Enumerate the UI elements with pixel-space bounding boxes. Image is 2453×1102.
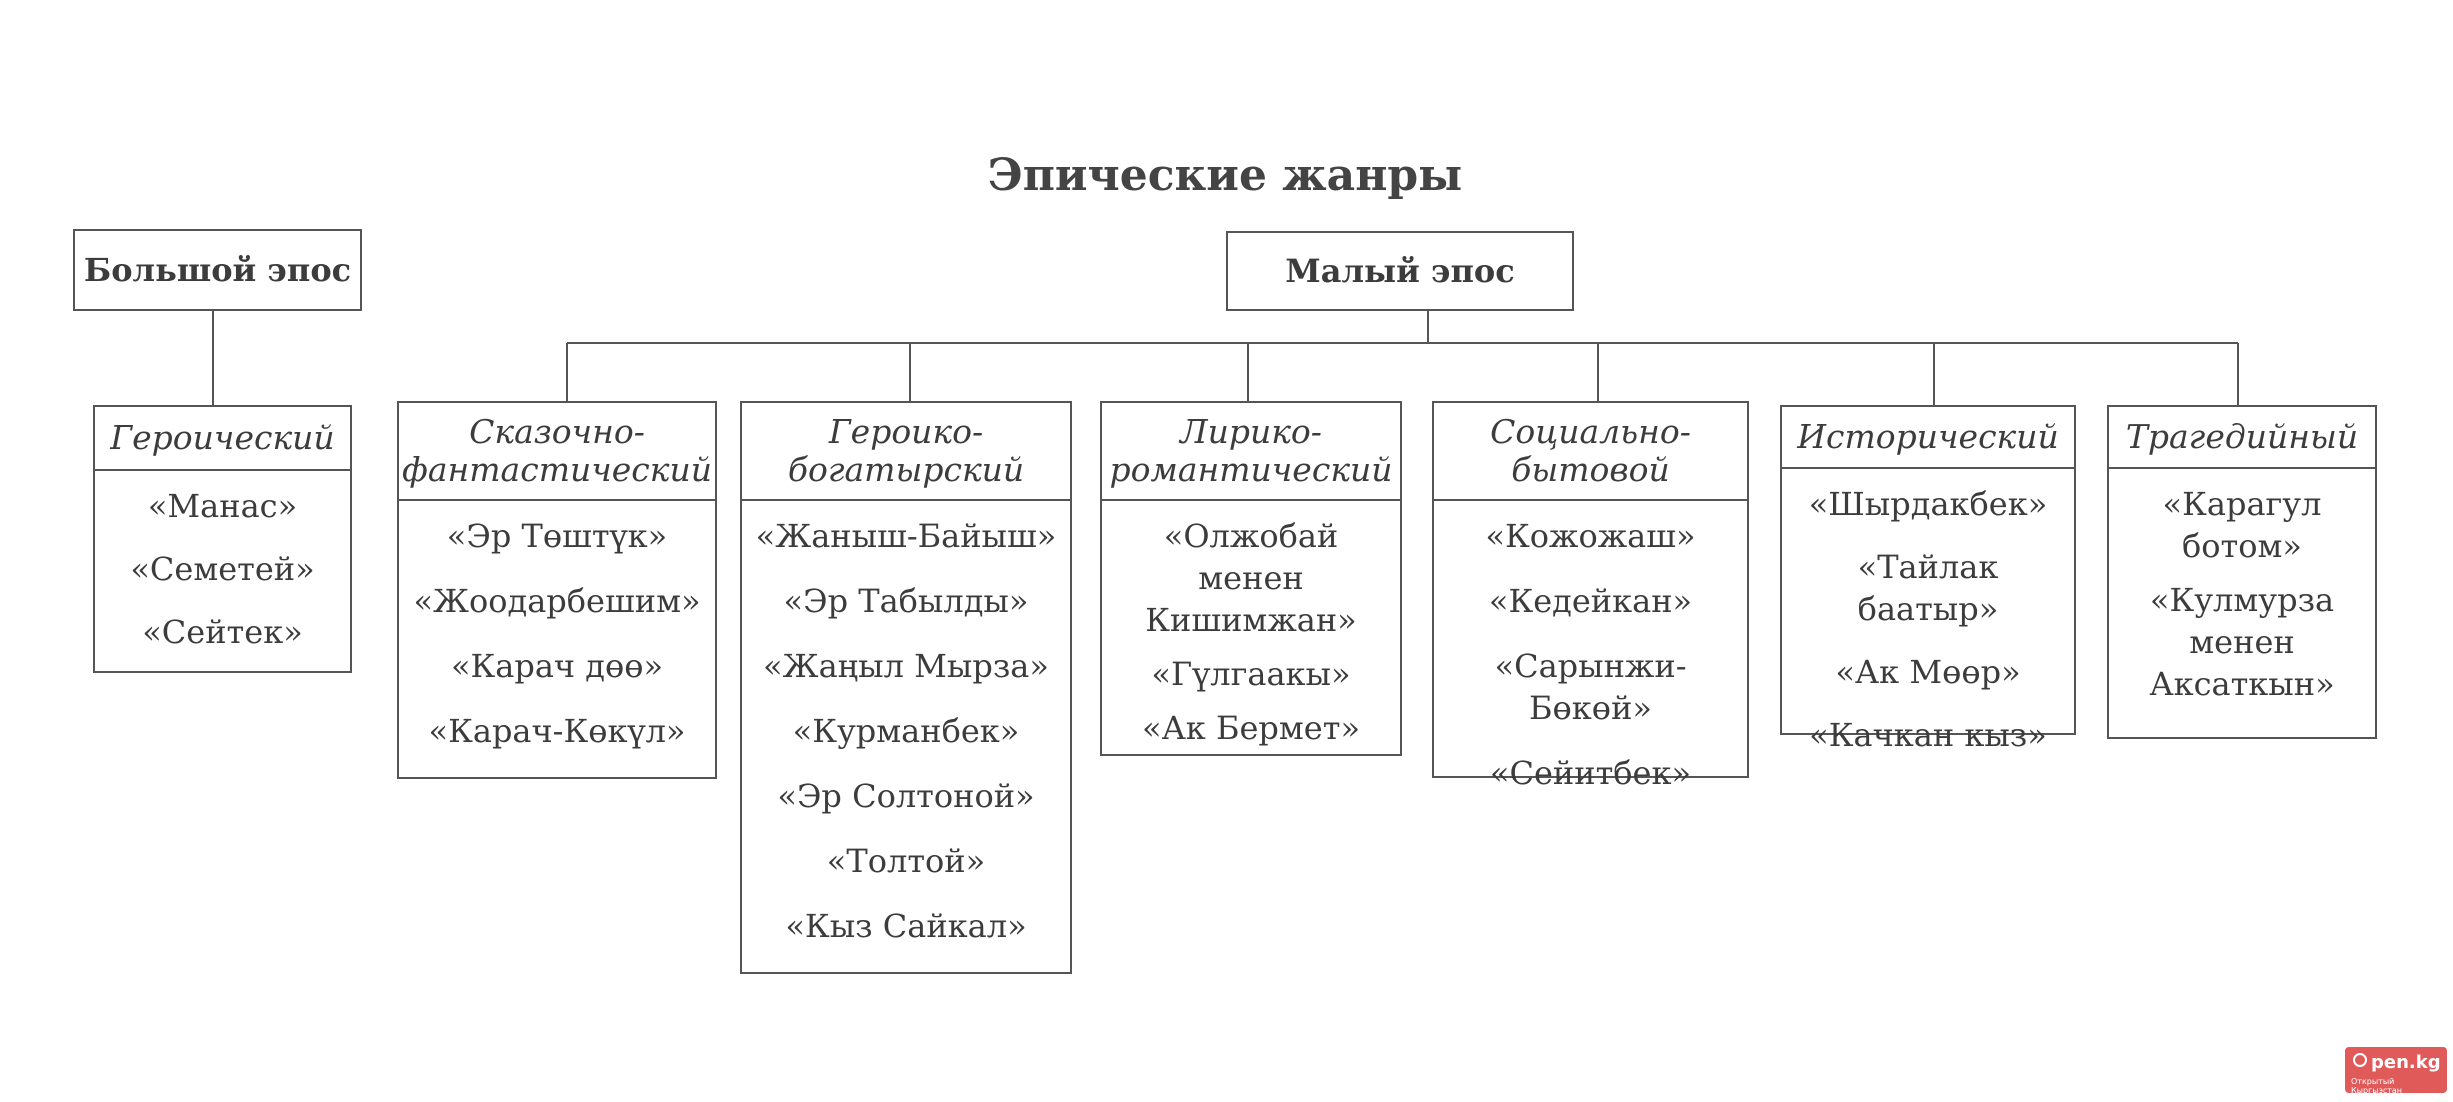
epic-title: «Кулмурза менен Аксаткын»: [2149, 581, 2335, 703]
big-epic-label: Большой эпос: [83, 251, 352, 289]
epic-title: «Ак Бермет»: [1141, 709, 1361, 747]
epic-list: «Манас» «Семетей» «Сейтек»: [95, 471, 350, 653]
epic-title: «Шырдакбек»: [1808, 485, 2048, 523]
epic-title: «Манас»: [147, 487, 298, 525]
epic-list: «Эр Төштүк» «Жоодарбешим» «Карач дөө» «К…: [399, 501, 715, 752]
epic-title: «Курманбек»: [792, 712, 1020, 750]
watermark-label: pen.kg: [2371, 1052, 2441, 1073]
epic-title: «Карач-Көкүл»: [428, 712, 686, 750]
epic-title: «Гүлгаакы»: [1151, 655, 1351, 693]
epic-list: «Карагул ботом» «Кулмурза менен Аксаткын…: [2109, 469, 2375, 705]
small-epic-box: Малый эпос: [1226, 231, 1574, 311]
genre-header: Социально- бытовой: [1434, 403, 1747, 501]
epic-title: «Эр Төштүк»: [446, 517, 668, 555]
genre-header: Героико- богатырский: [742, 403, 1070, 501]
genre-box-heroic-bogatyr: Героико- богатырский «Жаныш-Байыш» «Эр Т…: [740, 401, 1072, 974]
epic-title: «Жоодарбешим»: [413, 582, 701, 620]
genre-header: Лирико- романтический: [1102, 403, 1400, 501]
watermark-sublabel: Открытый Кыргызстан: [2351, 1077, 2403, 1095]
genre-box-lyric-romantic: Лирико- романтический «Олжобай менен Киш…: [1100, 401, 1402, 756]
genre-box-tragic: Трагедийный «Карагул ботом» «Кулмурза ме…: [2107, 405, 2377, 739]
epic-title: «Тайлак баатыр»: [1857, 548, 1999, 628]
epic-title: «Карач дөө»: [450, 647, 664, 685]
epic-title: «Толтой»: [826, 842, 986, 880]
site-watermark: pen.kg Открытый Кыргызстан: [2345, 1047, 2447, 1095]
genre-header: Сказочно- фантастический: [399, 403, 715, 501]
epic-title: «Жаныш-Байыш»: [755, 517, 1057, 555]
epic-title: «Ак Мөөр»: [1835, 653, 2021, 691]
small-epic-label: Малый эпос: [1285, 252, 1515, 290]
genre-header: Трагедийный: [2109, 407, 2375, 469]
genre-box-heroic: Героический «Манас» «Семетей» «Сейтек»: [93, 405, 352, 673]
epic-list: «Кожожаш» «Кедейкан» «Сарынжи-Бөкөй» «Се…: [1434, 501, 1747, 794]
epic-list: «Шырдакбек» «Тайлак баатыр» «Ак Мөөр» «К…: [1782, 469, 2074, 756]
epic-title: «Семетей»: [130, 550, 315, 588]
genre-header: Исторический: [1782, 407, 2074, 469]
epic-title: «Кожожаш»: [1485, 517, 1696, 555]
big-epic-box: Большой эпос: [73, 229, 362, 311]
epic-list: «Жаныш-Байыш» «Эр Табылды» «Жаңыл Мырза»…: [742, 501, 1070, 947]
epic-title: «Олжобай менен Кишимжан»: [1145, 517, 1357, 639]
epic-title: «Сарынжи-Бөкөй»: [1494, 647, 1687, 727]
genre-box-historical: Исторический «Шырдакбек» «Тайлак баатыр»…: [1780, 405, 2076, 754]
genre-box-social-everyday: Социально- бытовой «Кожожаш» «Кедейкан» …: [1432, 401, 1749, 792]
epic-title: «Кедейкан»: [1488, 582, 1693, 620]
epic-list: «Олжобай менен Кишимжан» «Гүлгаакы» «Ак …: [1102, 501, 1400, 749]
epic-title: «Сейтек»: [142, 613, 303, 651]
epic-title: «Качкан кыз»: [1809, 716, 2047, 754]
epic-title: «Кыз Сайкал»: [785, 907, 1027, 945]
epic-title: «Сейитбек»: [1489, 754, 1692, 792]
logo-icon: [2353, 1053, 2367, 1067]
epic-title: «Жаңыл Мырза»: [763, 647, 1049, 685]
epic-title: «Карагул ботом»: [2162, 485, 2322, 565]
diagram-title: Эпические жанры: [987, 150, 1463, 201]
genre-box-fairytale-fantastic: Сказочно- фантастический «Эр Төштүк» «Жо…: [397, 401, 717, 779]
genre-header: Героический: [95, 407, 350, 471]
epic-title: «Эр Табылды»: [783, 582, 1029, 620]
epic-title: «Эр Солтоной»: [777, 777, 1035, 815]
